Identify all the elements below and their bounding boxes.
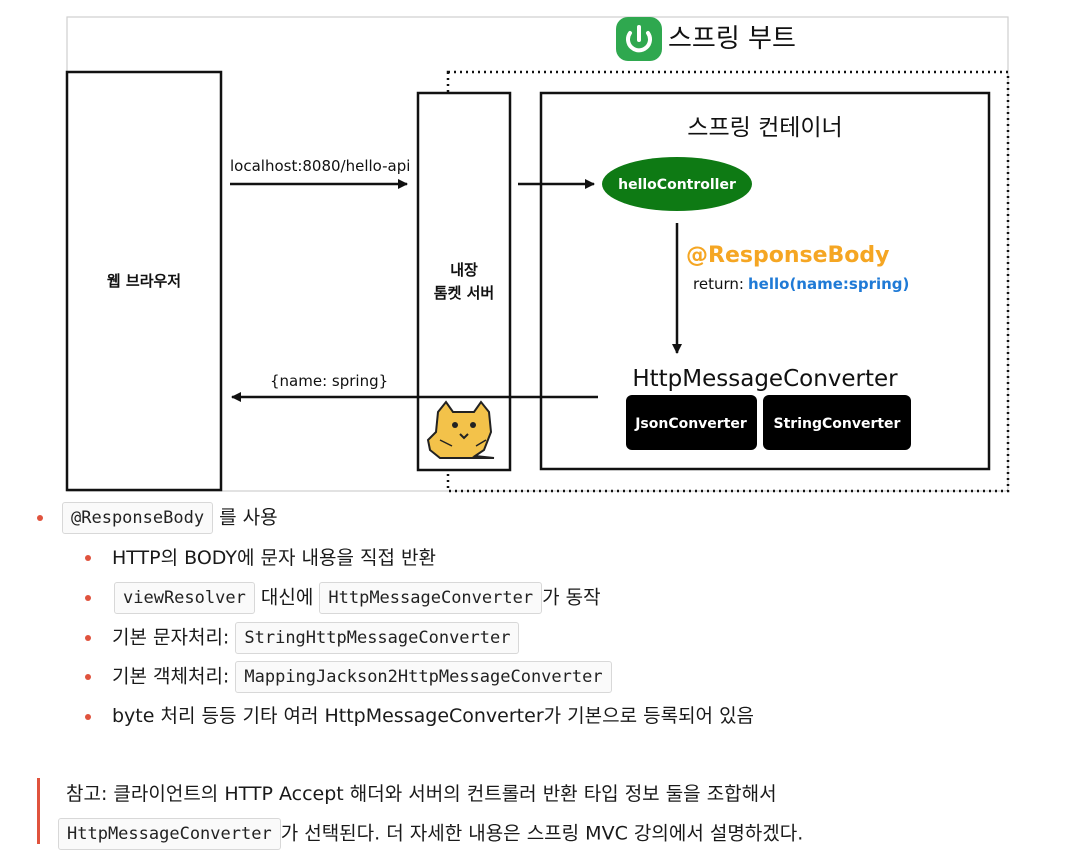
bullet-dot: [85, 674, 91, 680]
note-line-1: 참고: 클라이언트의 HTTP Accept 해더와 서버의 컨트롤러 반환 타…: [66, 782, 777, 806]
bullet-dot: [85, 595, 91, 601]
inline-code: MappingJackson2HttpMessageConverter: [235, 661, 612, 693]
spring-boot-diagram: 스프링 부트 웹 브라우저 내장 톰켓 서버 스프링 컨테이너 localhos…: [65, 16, 1010, 493]
inline-code: HttpMessageConverter: [58, 818, 281, 850]
list-item: @ResponseBody 를 사용: [62, 502, 278, 534]
bullet-dot: [85, 635, 91, 641]
note-quote-bar: [37, 778, 40, 844]
list-item-text: HTTP의 BODY에 문자 내용을 직접 반환: [112, 547, 436, 569]
list-item-text: 대신에: [260, 586, 314, 609]
json-converter-box: [626, 395, 757, 450]
list-item: byte 처리 등등 기타 여러 HttpMessageConverter가 기…: [112, 704, 754, 728]
request-url-label: localhost:8080/hello-api: [230, 157, 410, 175]
list-item: HTTP의 BODY에 문자 내용을 직접 반환: [112, 546, 436, 570]
http-message-converter-title: HttpMessageConverter: [632, 366, 898, 392]
note-text: 참고: 클라이언트의 HTTP Accept 해더와 서버의 컨트롤러 반환 타…: [66, 783, 777, 805]
string-converter-box: [763, 395, 911, 450]
web-browser-box: [65, 70, 223, 492]
spring-power-icon: [616, 17, 662, 61]
response-body-label: {name: spring}: [270, 372, 388, 390]
string-converter-label: StringConverter: [774, 416, 901, 432]
bullet-dot: [37, 515, 43, 521]
tomcat-label-line2: 톰켓 서버: [434, 284, 494, 302]
list-item-text: 가 동작: [542, 586, 601, 609]
spring-boot-boundary: [446, 70, 1010, 493]
web-browser-label: 웹 브라우저: [107, 272, 181, 290]
hello-controller-node: [602, 157, 752, 211]
response-body-annotation: @ResponseBody: [686, 243, 889, 268]
spring-boot-title: 스프링 부트: [668, 24, 796, 54]
list-item-text: byte 처리 등등 기타 여러 HttpMessageConverter가 기…: [112, 705, 755, 727]
spring-container-title: 스프링 컨테이너: [687, 115, 842, 141]
tomcat-icon: [426, 400, 495, 459]
tomcat-label-line1: 내장: [450, 261, 478, 279]
list-item: 기본 객체처리: MappingJackson2HttpMessageConve…: [112, 661, 612, 693]
list-item-text: 를 사용: [219, 506, 278, 529]
list-item: 기본 문자처리: StringHttpMessageConverter: [112, 622, 520, 654]
note-text: 가 선택된다. 더 자세한 내용은 스프링 MVC 강의에서 설명하겠다.: [280, 822, 804, 845]
inline-code: HttpMessageConverter: [319, 582, 543, 614]
return-prefix: return:: [693, 275, 744, 293]
hello-controller-label: helloController: [618, 177, 736, 193]
tomcat-server-box: [416, 91, 512, 472]
inline-code: @ResponseBody: [62, 502, 214, 534]
return-value: hello(name:spring): [748, 275, 909, 293]
json-converter-label: JsonConverter: [634, 416, 747, 432]
bullet-dot: [85, 555, 91, 561]
inline-code: StringHttpMessageConverter: [235, 622, 520, 654]
bullet-dot: [85, 714, 91, 720]
inline-code: viewResolver: [114, 582, 255, 614]
list-item-text: 기본 객체처리:: [112, 665, 230, 688]
list-item-text: 기본 문자처리:: [112, 626, 230, 649]
